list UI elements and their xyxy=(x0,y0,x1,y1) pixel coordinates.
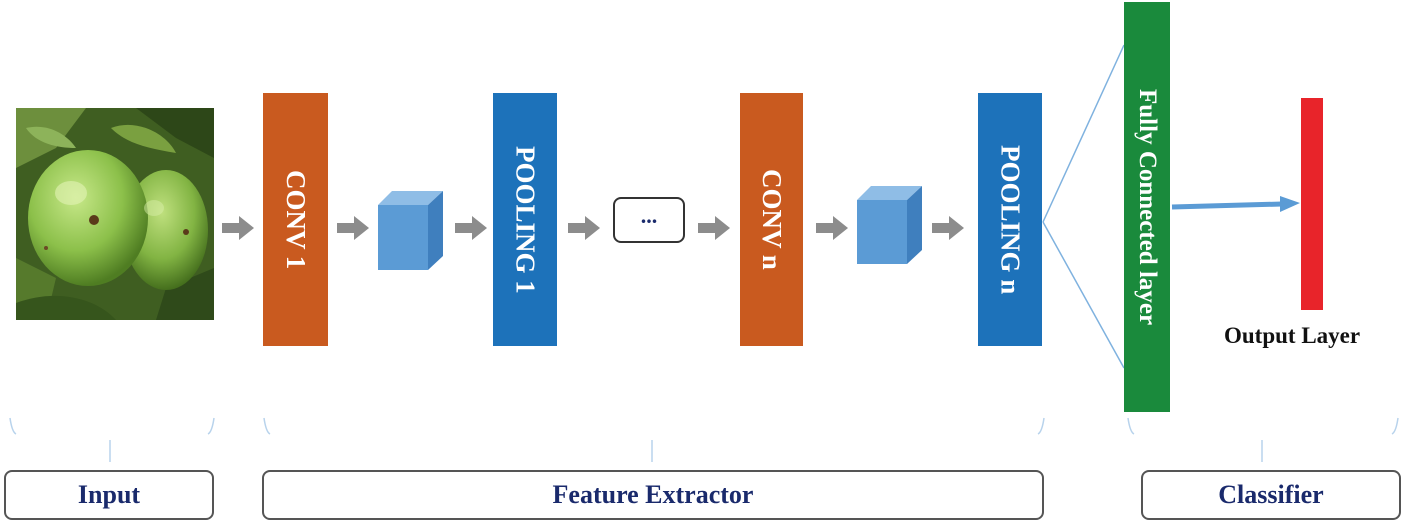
ellipsis-label: ... xyxy=(640,203,658,228)
arrow-icon xyxy=(568,216,600,240)
conv-n-label: CONV n xyxy=(757,169,787,270)
fc-to-output-arrow xyxy=(1171,196,1300,212)
ellipsis-box: ... xyxy=(613,197,685,243)
pooling-n-label: POOLING n xyxy=(995,144,1026,295)
output-layer-bar xyxy=(1301,98,1323,310)
section-feature-extractor-label: Feature Extractor xyxy=(552,480,754,509)
arrow-icon xyxy=(222,216,254,240)
section-input-label: Input xyxy=(77,480,141,509)
connection-lines xyxy=(1042,44,1125,369)
pooling-1-block: POOLING 1 xyxy=(493,93,557,346)
arrow-icon xyxy=(337,216,369,240)
arrow-icon xyxy=(698,216,730,240)
output-layer-label: Output Layer xyxy=(1224,323,1361,348)
fully-connected-block: Fully Connected layer xyxy=(1124,2,1170,412)
section-classifier-label: Classifier xyxy=(1218,480,1324,509)
feature-map-cube-icon xyxy=(857,186,922,264)
conv-1-label: CONV 1 xyxy=(281,169,311,270)
arrow-icon xyxy=(455,216,487,240)
pooling-n-block: POOLING n xyxy=(978,93,1042,346)
pooling-1-label: POOLING 1 xyxy=(510,145,541,294)
conv-1-block: CONV 1 xyxy=(263,93,328,346)
section-feature-extractor: Feature Extractor xyxy=(262,470,1044,520)
section-brackets xyxy=(9,417,1399,462)
arrow-icon xyxy=(932,216,964,240)
section-input: Input xyxy=(4,470,214,520)
arrow-icon xyxy=(816,216,848,240)
feature-map-cube-icon xyxy=(378,191,443,270)
section-classifier: Classifier xyxy=(1141,470,1401,520)
conv-n-block: CONV n xyxy=(740,93,803,346)
fully-connected-label: Fully Connected layer xyxy=(1134,88,1161,326)
input-image xyxy=(16,108,214,320)
